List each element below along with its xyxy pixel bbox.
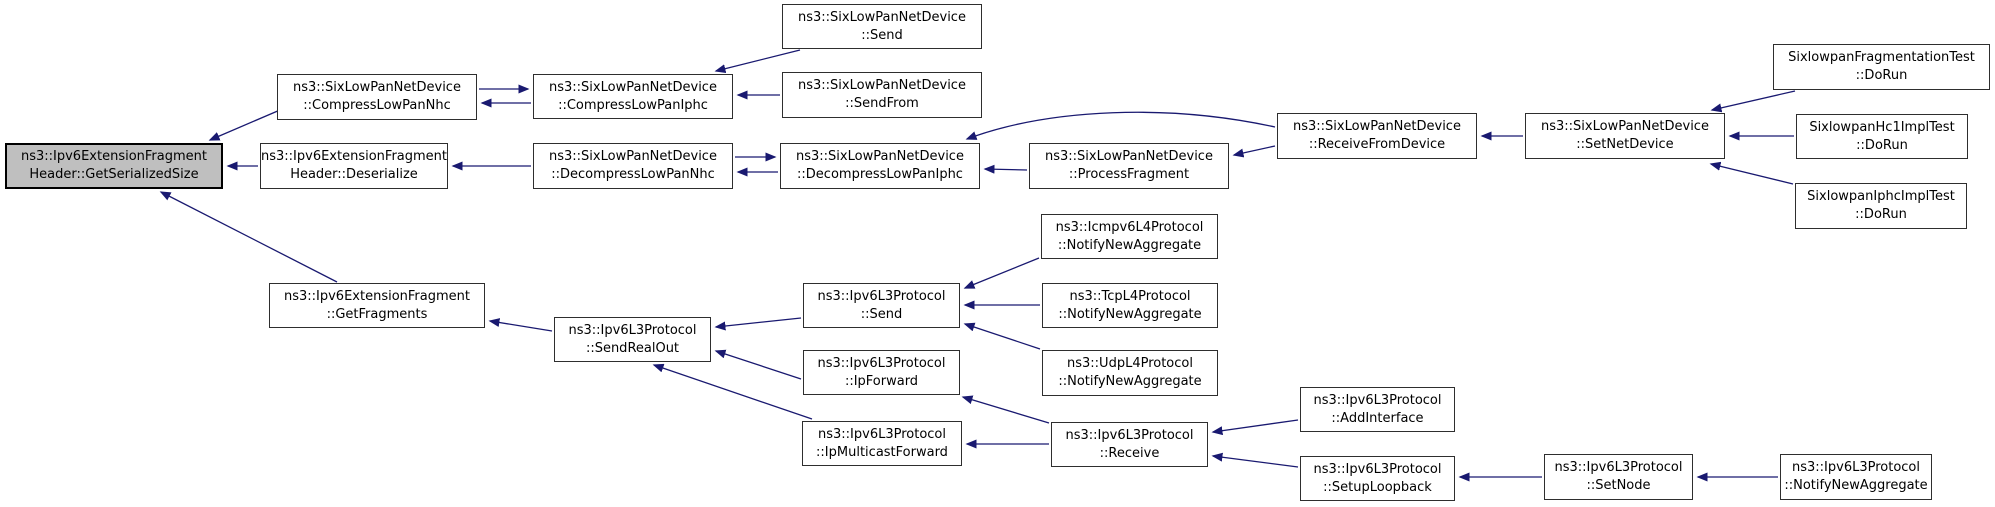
edge-udp-notify-new-aggregate--ipv6-send [963, 322, 1041, 350]
node-label-line: ::GetFragments [326, 306, 428, 322]
node-fragmentation-test-dorun[interactable]: SixlowpanFragmentationTest::DoRun [1773, 44, 1990, 90]
node-label-line: ns3::Ipv6L3Protocol [817, 355, 946, 371]
node-set-net-device[interactable]: ns3::SixLowPanNetDevice::SetNetDevice [1525, 113, 1725, 159]
node-label-line: SixlowpanHc1ImplTest [1809, 119, 1955, 135]
node-ip-multicast-forward[interactable]: ns3::Ipv6L3Protocol::IpMulticastForward [802, 421, 962, 466]
node-label-line: ::NotifyNewAggregate [1058, 306, 1202, 322]
node-add-interface[interactable]: ns3::Ipv6L3Protocol::AddInterface [1300, 387, 1455, 432]
node-label-line: ::SetNode [1586, 478, 1651, 493]
node-process-fragment[interactable]: ns3::SixLowPanNetDevice::ProcessFragment [1029, 143, 1229, 189]
node-label-line: ns3::SixLowPanNetDevice [293, 80, 461, 95]
node-tcp-notify-new-aggregate[interactable]: ns3::TcpL4Protocol::NotifyNewAggregate [1042, 283, 1218, 328]
edge-compress-lowpan-nhc--get-serialized-size [208, 109, 281, 141]
node-label-line: ns3::Ipv6L3Protocol [1792, 460, 1920, 475]
node-label-line: ns3::Ipv6L3Protocol [1554, 460, 1683, 475]
node-label-line: ns3::SixLowPanNetDevice [796, 149, 964, 164]
node-ipv6-receive[interactable]: ns3::Ipv6L3Protocol::Receive [1051, 422, 1208, 467]
edge-receive-from-device--decompress-lowpan-iphc [965, 111, 1276, 140]
node-decompress-lowpan-nhc[interactable]: ns3::SixLowPanNetDevice::DecompressLowPa… [533, 143, 733, 189]
node-label-line: ::CompressLowPanNhc [303, 98, 451, 113]
edge-add-interface--ipv6-receive [1211, 419, 1299, 436]
node-label-line: ::NotifyNewAggregate [1784, 478, 1928, 493]
node-label-line: ns3::TcpL4Protocol [1069, 288, 1191, 304]
node-label-line: ::ReceiveFromDevice [1308, 137, 1446, 152]
node-label-line: ::SendRealOut [585, 340, 680, 356]
edge-fragmentation-test-dorun--set-net-device [1710, 90, 1796, 113]
node-udp-notify-new-aggregate[interactable]: ns3::UdpL4Protocol::NotifyNewAggregate [1042, 350, 1218, 396]
node-label-line: ::DecompressLowPanIphc [797, 167, 963, 182]
node-label-line: ::CompressLowPanIphc [558, 97, 708, 113]
edge-ip-multicast-forward--send-real-out [652, 363, 813, 420]
node-set-node[interactable]: ns3::Ipv6L3Protocol::SetNode [1544, 454, 1693, 500]
node-decompress-lowpan-iphc[interactable]: ns3::SixLowPanNetDevice::DecompressLowPa… [780, 143, 980, 189]
node-get-fragments[interactable]: ns3::Ipv6ExtensionFragment::GetFragments [269, 283, 485, 328]
node-label-line: ns3::Ipv6ExtensionFragment [20, 149, 207, 164]
edge-get-fragments--get-serialized-size [159, 191, 338, 283]
node-label-line: ::SetupLoopback [1323, 479, 1432, 495]
node-send-real-out[interactable]: ns3::Ipv6L3Protocol::SendRealOut [554, 317, 711, 362]
node-label-line: ns3::SixLowPanNetDevice [1045, 149, 1213, 164]
node-label-line: SixlowpanFragmentationTest [1788, 50, 1975, 65]
node-label-line: ns3::SixLowPanNetDevice [798, 9, 966, 25]
node-label-line: ::ProcessFragment [1068, 167, 1190, 182]
node-label-line: ns3::Ipv6L3Protocol [818, 426, 946, 442]
node-label-line: ::DecompressLowPanNhc [551, 167, 715, 182]
node-icmpv6-notify-new-aggregate[interactable]: ns3::Icmpv6L4Protocol::NotifyNewAggregat… [1041, 214, 1218, 259]
edge-receive-from-device--process-fragment [1232, 145, 1276, 158]
node-label-line: ::Send [860, 306, 903, 322]
node-label-line: ns3::SixLowPanNetDevice [1541, 119, 1709, 134]
edge-send-real-out--get-fragments [488, 318, 553, 332]
edge-icmpv6-notify-new-aggregate--ipv6-send [963, 257, 1040, 289]
node-label-line: SixlowpanIphcImplTest [1807, 189, 1955, 204]
node-label-line: ::IpMulticastForward [816, 444, 948, 460]
node-compress-lowpan-iphc[interactable]: ns3::SixLowPanNetDevice::CompressLowPanI… [533, 74, 733, 119]
node-label-line: ::SetNetDevice [1576, 137, 1674, 152]
node-label-line: ns3::Icmpv6L4Protocol [1055, 219, 1204, 235]
node-sixlowpan-send-from[interactable]: ns3::SixLowPanNetDevice::SendFrom [782, 72, 982, 118]
node-label-line: ::DoRun [1856, 137, 1908, 153]
node-ipv6-send[interactable]: ns3::Ipv6L3Protocol::Send [803, 283, 960, 328]
node-setup-loopback[interactable]: ns3::Ipv6L3Protocol::SetupLoopback [1300, 456, 1455, 501]
node-label-line: ns3::Ipv6L3Protocol [1313, 461, 1442, 477]
node-ip-forward[interactable]: ns3::Ipv6L3Protocol::IpForward [803, 350, 960, 395]
node-label-line: ::NotifyNewAggregate [1058, 374, 1202, 389]
node-label-line: ns3::Ipv6L3Protocol [568, 322, 697, 338]
node-label-line: ns3::Ipv6ExtensionFragment [283, 288, 470, 304]
edge-ip-forward--send-real-out [714, 349, 802, 380]
node-label-line: ns3::Ipv6L3Protocol [1065, 427, 1194, 443]
node-sixlowpan-send[interactable]: ns3::SixLowPanNetDevice::Send [782, 4, 982, 49]
edge-ipv6-send--send-real-out [714, 317, 802, 331]
edge-process-fragment--decompress-lowpan-iphc [983, 164, 1028, 174]
node-label-line: ns3::SixLowPanNetDevice [549, 79, 717, 95]
node-label-line: Header::Deserialize [290, 167, 418, 182]
node-hc1-impl-test-dorun[interactable]: SixlowpanHc1ImplTest::DoRun [1796, 114, 1968, 159]
node-receive-from-device[interactable]: ns3::SixLowPanNetDevice::ReceiveFromDevi… [1277, 113, 1477, 159]
node-label-line: ::DoRun [1855, 207, 1907, 222]
node-label-line: ::SendFrom [845, 96, 919, 111]
node-label-line: Header::GetSerializedSize [29, 167, 199, 182]
node-label-line: ::AddInterface [1331, 410, 1424, 426]
node-label-line: ns3::UdpL4Protocol [1067, 356, 1193, 371]
node-label-line: ns3::SixLowPanNetDevice [1293, 119, 1461, 134]
edge-iphc-impl-test-dorun--set-net-device [1709, 161, 1794, 185]
node-label-line: ::Receive [1099, 445, 1160, 461]
node-label-line: ns3::SixLowPanNetDevice [549, 149, 717, 164]
edge-setup-loopback--ipv6-receive [1211, 452, 1299, 468]
node-label-line: ::IpForward [844, 373, 919, 389]
edge-ipv6-receive--ip-forward [961, 395, 1050, 424]
edge-sixlowpan-send--compress-lowpan-iphc [714, 49, 801, 74]
node-iphc-impl-test-dorun[interactable]: SixlowpanIphcImplTest::DoRun [1795, 183, 1967, 229]
node-label-line: ns3::Ipv6ExtensionFragment [261, 149, 448, 164]
node-label-line: ::DoRun [1855, 68, 1908, 83]
node-compress-lowpan-nhc[interactable]: ns3::SixLowPanNetDevice::CompressLowPanN… [277, 74, 477, 120]
node-ipv6-notify-new-aggregate[interactable]: ns3::Ipv6L3Protocol::NotifyNewAggregate [1780, 454, 1932, 500]
node-label-line: ns3::Ipv6L3Protocol [817, 288, 946, 304]
node-label-line: ::NotifyNewAggregate [1057, 237, 1202, 253]
node-label-line: ::Send [861, 27, 903, 43]
node-label-line: ns3::Ipv6L3Protocol [1313, 392, 1442, 408]
node-label-line: ns3::SixLowPanNetDevice [798, 78, 966, 93]
